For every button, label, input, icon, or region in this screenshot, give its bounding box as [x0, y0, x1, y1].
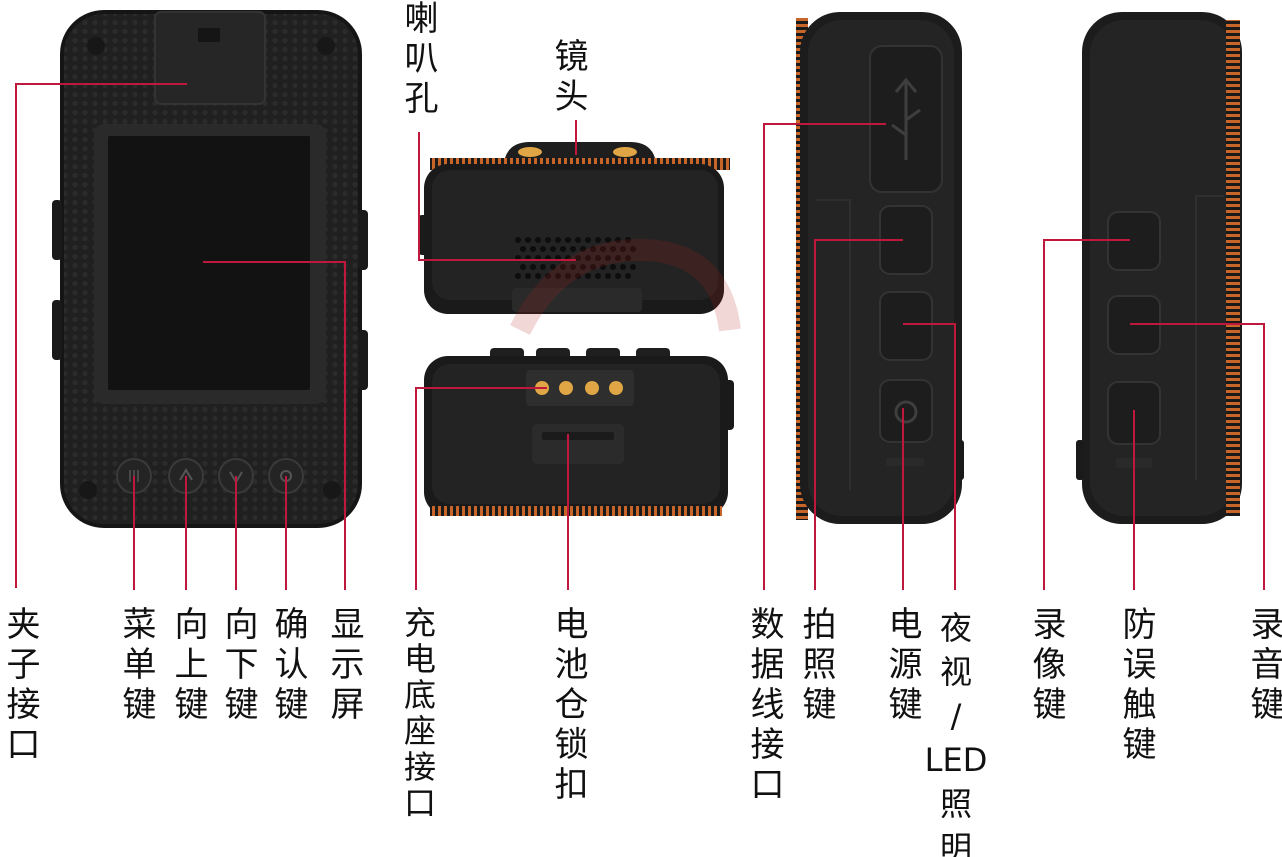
watermark-logo	[510, 238, 741, 336]
label-charging-dock-port: 充电底座接口	[399, 606, 437, 822]
label-power-key: 电源键	[882, 606, 922, 726]
label-up-key: 向上键	[168, 606, 208, 726]
right-side-view	[796, 12, 964, 524]
leader-lines	[15, 83, 1265, 590]
label-battery-latch: 电池仓锁扣	[548, 606, 588, 806]
label-data-port: 数据线接口	[744, 606, 784, 806]
label-confirm-key: 确认键	[268, 606, 308, 726]
lock-icon	[532, 424, 624, 464]
label-display: 显示屏	[324, 606, 364, 726]
label-clip-port: 夹子接口	[0, 606, 40, 766]
label-record-audio-key: 录音键	[1244, 606, 1282, 726]
label-down-key: 向下键	[218, 606, 258, 726]
top-view	[418, 142, 730, 314]
power-icon	[879, 379, 933, 443]
label-record-video-key: 录像键	[1026, 606, 1066, 726]
label-anti-touch-key: 防误触键	[1116, 606, 1156, 766]
clip-icon	[154, 11, 266, 105]
label-menu-key: 菜单键	[116, 606, 156, 726]
front-view	[52, 10, 368, 528]
label-speaker: 喇叭孔	[398, 0, 438, 120]
bottom-view	[424, 348, 734, 516]
label-photo-key: 拍照键	[796, 606, 836, 726]
label-lens: 镜头	[548, 38, 588, 118]
left-side-view	[1076, 12, 1242, 524]
